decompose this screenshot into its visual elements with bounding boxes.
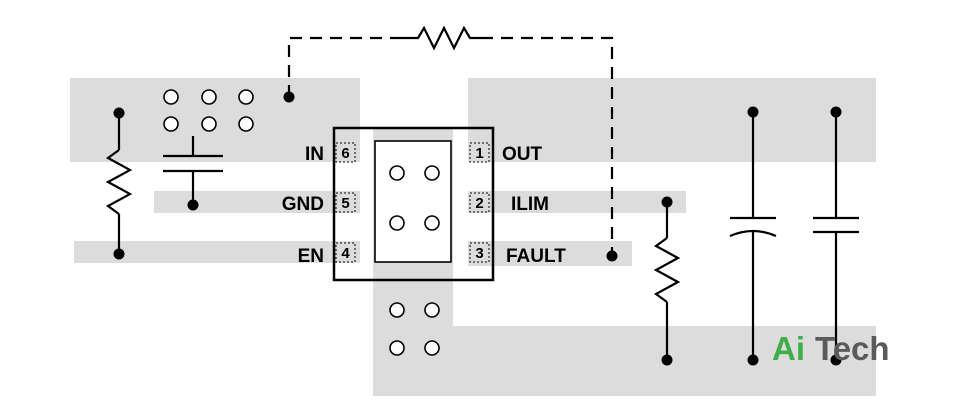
node-dot [661, 354, 673, 366]
node-dot [747, 354, 759, 366]
node-dot [283, 91, 295, 103]
pin-number-5: 5 [341, 195, 349, 212]
via [201, 116, 217, 132]
node-dot [747, 106, 759, 118]
pin-number-2: 2 [475, 195, 483, 212]
pin-pad-1 [469, 142, 490, 163]
pin-number-1: 1 [475, 145, 483, 162]
pin-label-gnd: GND [282, 194, 324, 215]
node-dot [661, 196, 673, 208]
pin-label-en: EN [298, 246, 324, 267]
via [389, 340, 405, 356]
via [163, 89, 179, 105]
via [389, 302, 405, 318]
node-dot [606, 250, 618, 262]
watermark-ai: Ai [772, 330, 805, 367]
copper-fault-strip [468, 241, 632, 266]
via [163, 116, 179, 132]
pin-pad-4 [335, 242, 356, 263]
via [389, 165, 405, 181]
copper-gnd-strip [154, 191, 360, 213]
node-dot [113, 248, 125, 260]
pin-number-3: 3 [475, 245, 483, 262]
pin-pad-6 [335, 142, 356, 163]
via [424, 302, 440, 318]
output-capacitor-polarized [729, 112, 777, 360]
ic-package-outline [332, 126, 495, 282]
thermal-pad [374, 140, 452, 263]
via [238, 116, 254, 132]
via [424, 215, 440, 231]
copper-out-region [468, 78, 876, 162]
copper-ilim-strip [468, 191, 686, 213]
via [389, 215, 405, 231]
vias-in-region [163, 89, 254, 132]
pin-pad-3 [469, 242, 490, 263]
node-dot [187, 199, 199, 211]
ilim-resistor [653, 202, 681, 360]
via [424, 165, 440, 181]
dashed-trace [287, 36, 614, 256]
fault-pullup-trace [287, 25, 614, 256]
top-resistor [402, 25, 481, 51]
via [201, 89, 217, 105]
pin-label-out: OUT [502, 144, 543, 165]
pin-pad-5 [335, 192, 356, 213]
pin-label-fault: FAULT [506, 246, 566, 267]
via [424, 340, 440, 356]
vias-thermal [389, 165, 440, 356]
copper-ground-plane [373, 326, 876, 396]
node-dot [830, 354, 842, 366]
pin-pad-2 [469, 192, 490, 213]
node-dot [113, 107, 125, 119]
pin-number-4: 4 [341, 245, 350, 262]
pin-label-in: IN [305, 144, 324, 165]
en-resistor [105, 113, 133, 254]
copper-en-strip [74, 241, 360, 263]
pin-number-6: 6 [341, 145, 349, 162]
pin-pads [335, 142, 490, 263]
copper-regions [70, 78, 876, 396]
aitech-watermark: Ai Tech [772, 330, 890, 367]
watermark-tech: Tech [815, 330, 890, 367]
node-dot [830, 106, 842, 118]
via [238, 89, 254, 105]
input-capacitor [163, 136, 223, 205]
pin-label-ilim: ILIM [511, 194, 549, 215]
output-capacitor [813, 112, 859, 360]
